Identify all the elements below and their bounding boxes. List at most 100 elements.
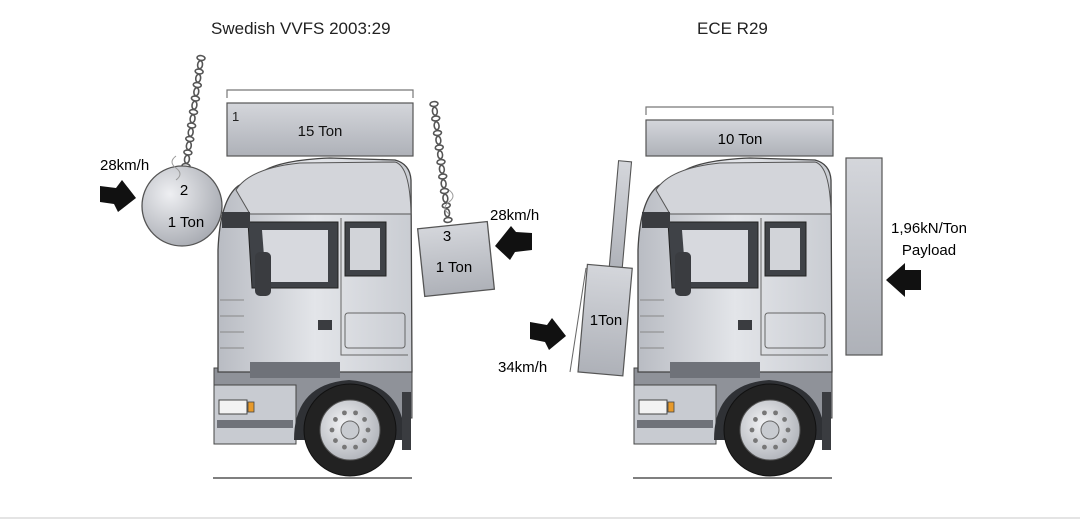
front-pendulum-number: 2 bbox=[180, 182, 188, 199]
mud-flap bbox=[402, 392, 411, 450]
chain-link bbox=[432, 129, 443, 137]
truck-icon bbox=[633, 157, 833, 479]
right-panel: 10 Ton 1Ton 34km/h 1,96kN/Ton Payload bbox=[498, 106, 967, 479]
mirror-arm bbox=[642, 212, 670, 228]
chain-link bbox=[443, 216, 453, 224]
rear-load-line2: Payload bbox=[902, 242, 956, 259]
roof-load-number: 1 bbox=[232, 109, 239, 124]
wheel-nut bbox=[749, 427, 755, 433]
side-window-glare bbox=[770, 228, 800, 270]
chain-link bbox=[437, 173, 448, 180]
window-glare bbox=[682, 230, 748, 282]
rear-pendulum-mass: 1 Ton bbox=[436, 259, 472, 276]
roof-load-label: 10 Ton bbox=[718, 131, 763, 148]
chain-link bbox=[433, 120, 440, 131]
chain-link bbox=[430, 115, 441, 122]
door-outline bbox=[340, 218, 408, 356]
roof-spoiler bbox=[655, 161, 832, 215]
arrow-icon bbox=[886, 263, 921, 297]
bumper-grille bbox=[217, 420, 293, 428]
wheel-nut bbox=[342, 410, 347, 416]
rear-load-line1: 1,96kN/Ton bbox=[891, 220, 967, 237]
wheel-nut bbox=[333, 417, 338, 422]
chain-link bbox=[440, 178, 447, 189]
wheel-nut bbox=[353, 410, 358, 416]
arrow-icon bbox=[530, 318, 566, 350]
chain-link bbox=[185, 140, 193, 151]
arrow-icon bbox=[495, 226, 532, 260]
rear-load-plate bbox=[845, 157, 883, 356]
front-pendulum-ball bbox=[141, 165, 223, 247]
chain-link bbox=[436, 158, 446, 166]
truck-icon bbox=[213, 157, 413, 479]
door-handle bbox=[318, 320, 332, 330]
rear-pendulum-speed: 28km/h bbox=[490, 207, 539, 224]
roof-load-block bbox=[645, 119, 834, 157]
rear-pendulum-block bbox=[416, 220, 496, 298]
wheel-nut bbox=[342, 444, 347, 450]
impactor-block bbox=[577, 263, 633, 377]
roof-spoiler bbox=[235, 161, 412, 215]
wheel-nut bbox=[762, 410, 767, 416]
chain-link bbox=[187, 127, 194, 138]
chain-link bbox=[194, 73, 202, 84]
door-outline bbox=[760, 218, 828, 356]
chain-link bbox=[443, 207, 451, 218]
bumper-grille bbox=[637, 420, 713, 428]
chain-icon bbox=[429, 100, 453, 224]
side-window-glare bbox=[350, 228, 380, 270]
wheel-nut bbox=[762, 444, 767, 450]
front-impactor-speed: 34km/h bbox=[498, 359, 547, 376]
impactor-pivot-line bbox=[569, 267, 587, 373]
wheel-nut bbox=[362, 438, 367, 443]
side-mirror bbox=[255, 252, 271, 296]
door-panel bbox=[344, 312, 406, 349]
side-mirror bbox=[675, 252, 691, 296]
chain-link bbox=[436, 149, 444, 160]
cab-step bbox=[250, 362, 340, 378]
chain-link bbox=[439, 187, 450, 195]
chain-link bbox=[189, 113, 196, 124]
roof-load-bracket bbox=[226, 89, 414, 98]
headlight bbox=[638, 399, 668, 415]
hub-cap bbox=[760, 420, 780, 440]
left-title: Swedish VVFS 2003:29 bbox=[211, 19, 391, 38]
right-title: ECE R29 bbox=[697, 19, 768, 38]
chain-link bbox=[196, 59, 204, 70]
indicator-light bbox=[247, 401, 255, 413]
wheel-nut bbox=[365, 427, 371, 433]
window-glare bbox=[262, 230, 328, 282]
hub-cap bbox=[340, 420, 360, 440]
chain-link bbox=[435, 135, 442, 146]
mud-flap bbox=[822, 392, 831, 450]
wheel-nut bbox=[773, 410, 778, 416]
chain-link bbox=[441, 202, 452, 209]
roof-load-bracket bbox=[645, 106, 834, 115]
mirror-arm bbox=[222, 212, 250, 228]
arrow-icon bbox=[100, 180, 136, 212]
wheel-nut bbox=[773, 444, 778, 450]
wheel-nut bbox=[333, 438, 338, 443]
wheel-nut bbox=[329, 427, 335, 433]
chain-link bbox=[191, 100, 198, 111]
roof-load-label: 15 Ton bbox=[298, 123, 343, 140]
front-pendulum-speed: 28km/h bbox=[100, 157, 149, 174]
roof-load-block bbox=[226, 102, 414, 157]
front-pendulum-mass: 1 Ton bbox=[168, 214, 204, 231]
chain-link bbox=[434, 144, 445, 151]
indicator-light bbox=[667, 401, 675, 413]
chain-link bbox=[429, 100, 439, 108]
headlight bbox=[218, 399, 248, 415]
wheel-nut bbox=[753, 417, 758, 422]
door-handle bbox=[738, 320, 752, 330]
chain-icon bbox=[181, 54, 206, 170]
bottom-divider bbox=[0, 517, 1080, 519]
chain-link bbox=[442, 193, 449, 204]
left-panel: 1 15 Ton 2 1 Ton 28km/h 3 1 Ton 28km/h bbox=[100, 54, 539, 479]
chain-link bbox=[438, 164, 446, 175]
cab-step bbox=[670, 362, 760, 378]
wheel-nut bbox=[782, 417, 787, 422]
wheel-nut bbox=[362, 417, 367, 422]
rear-pendulum-number: 3 bbox=[443, 228, 451, 245]
